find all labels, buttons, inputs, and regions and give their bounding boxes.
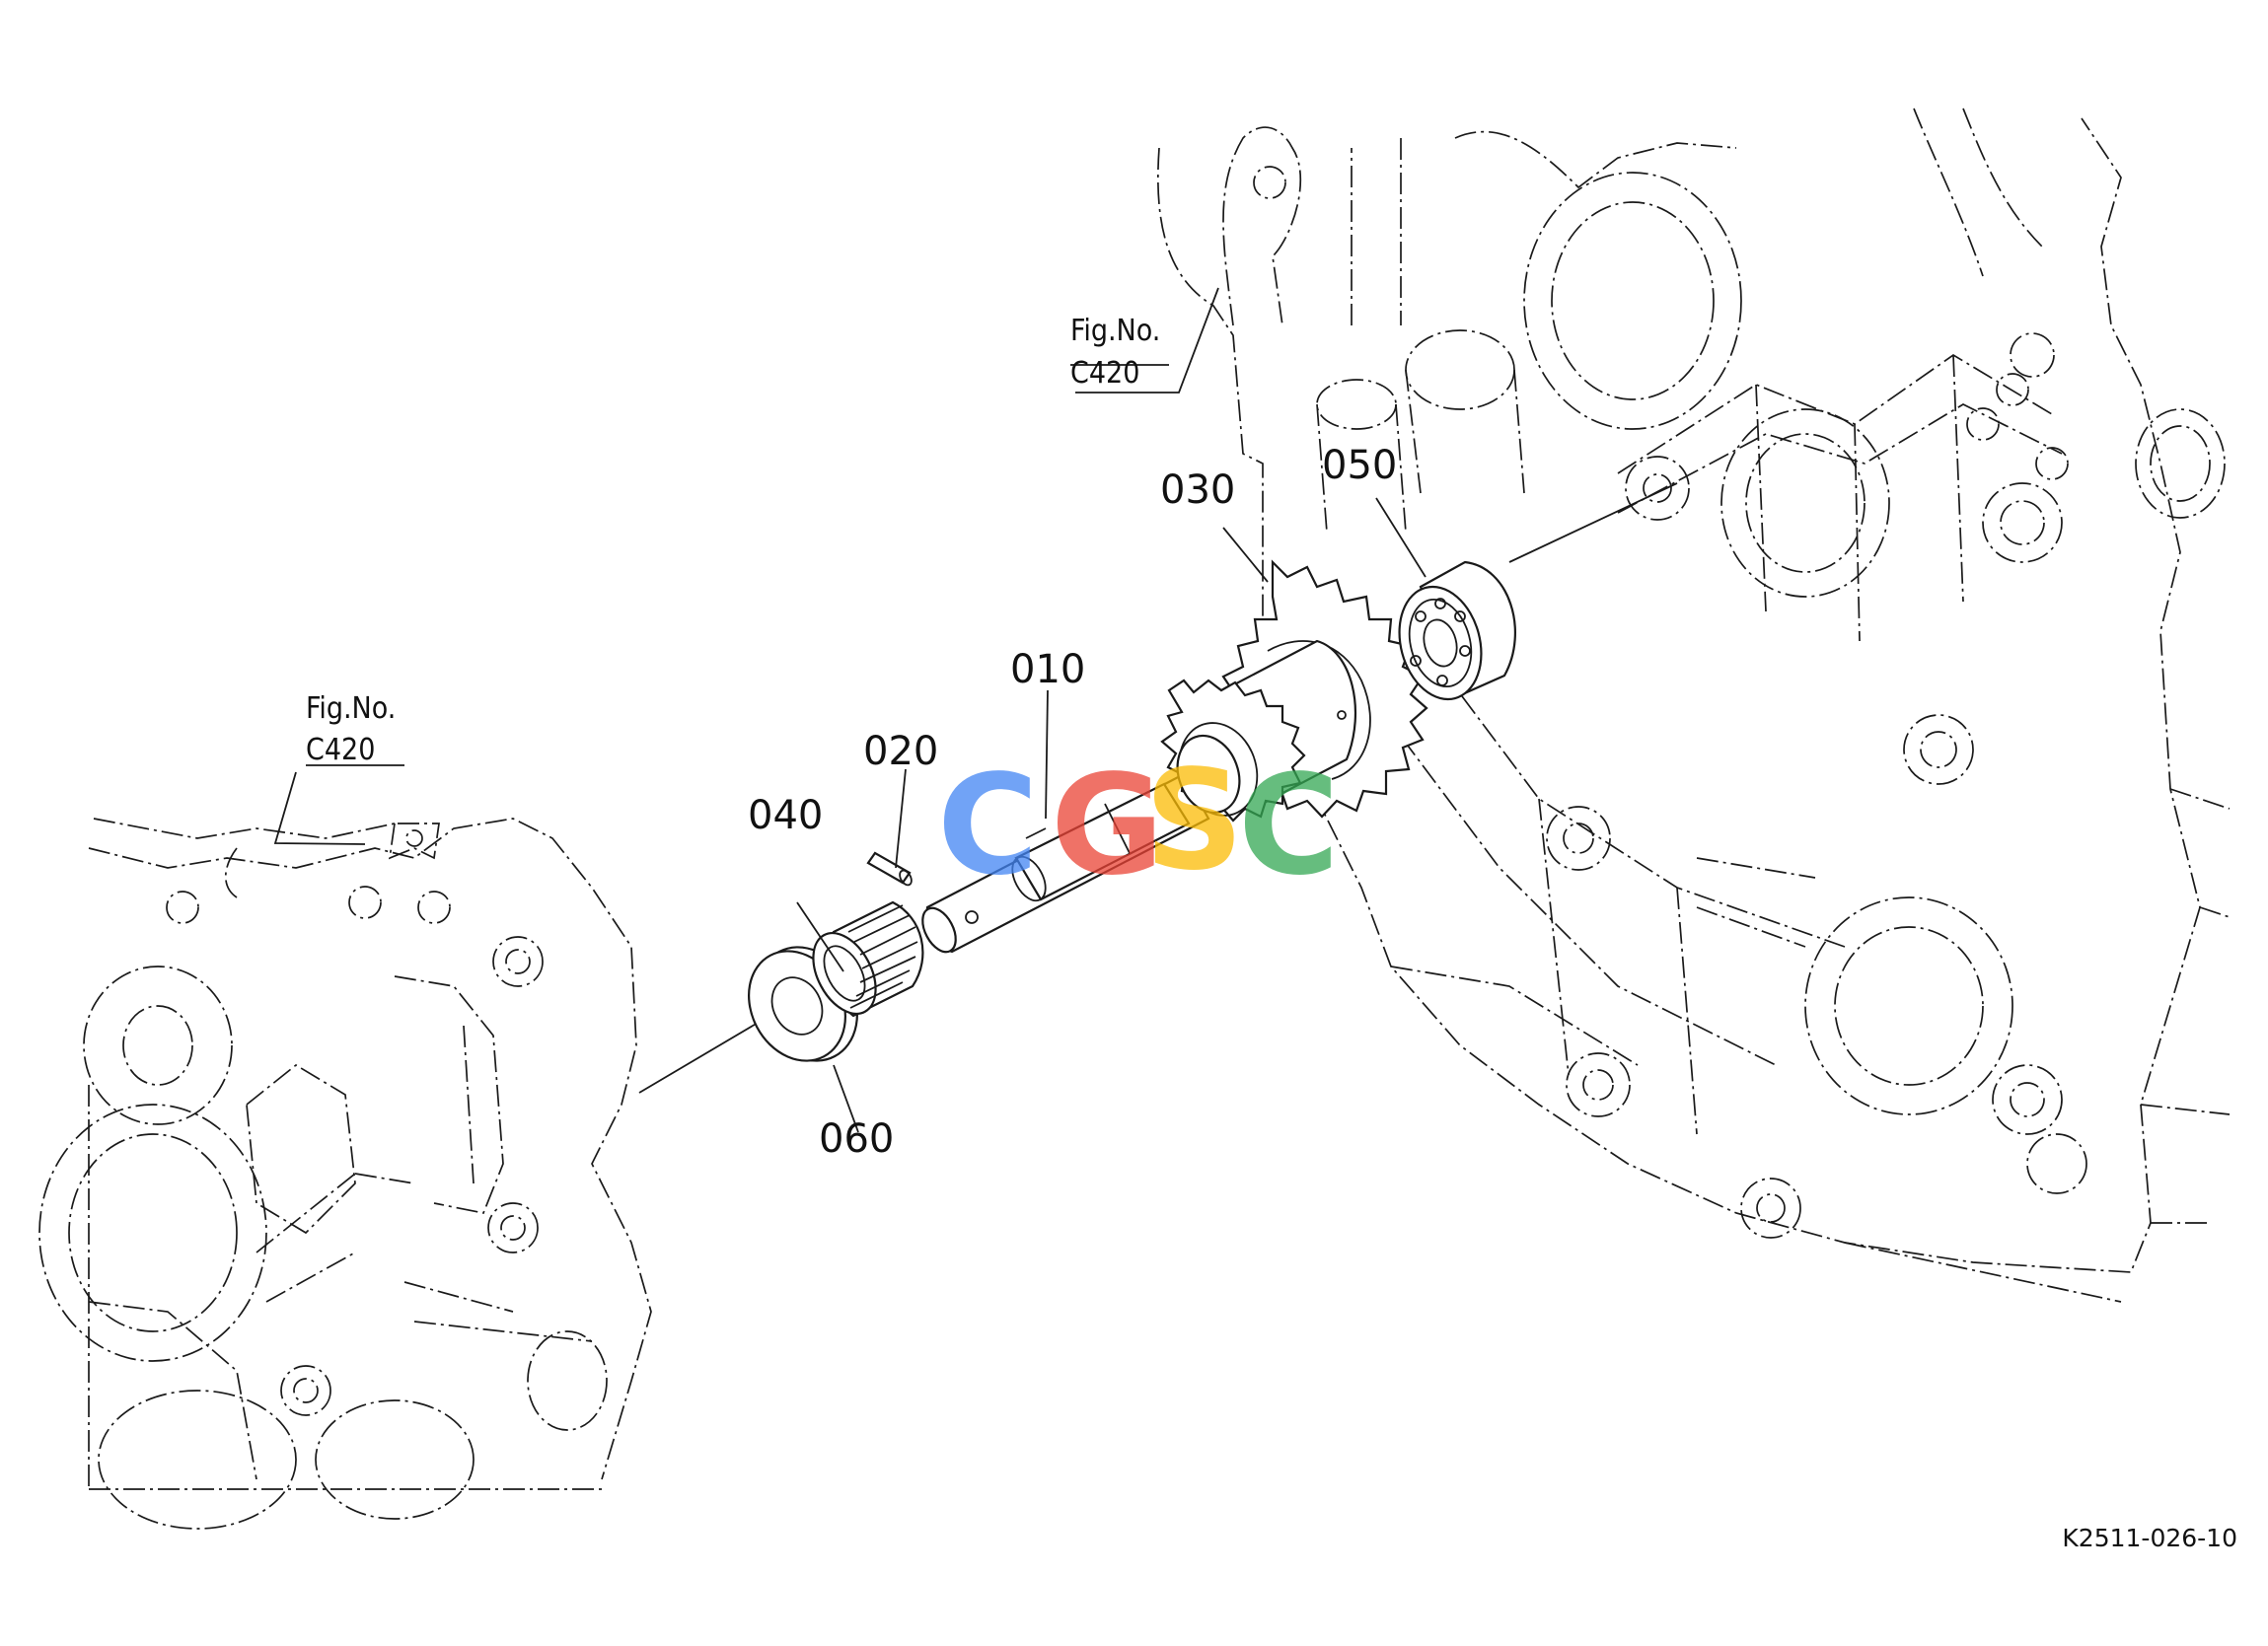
watermark-letter-2: G	[1051, 746, 1164, 906]
assembly-axis-line	[638, 482, 1678, 1094]
watermark-letter-4: C	[1238, 746, 1340, 906]
figure-ref-right-line1: Fig.No.	[1070, 314, 1160, 348]
watermark-letter-1: C	[937, 746, 1039, 906]
watermark-logo: C G S C	[937, 741, 1340, 906]
label-060: 060	[819, 1116, 894, 1162]
ball-bearing-050	[1398, 560, 1516, 701]
right-housing-outline	[1156, 107, 2231, 1303]
watermark-letter-3: S	[1144, 741, 1244, 901]
gear-030	[1160, 559, 1428, 823]
label-010: 010	[1010, 647, 1085, 692]
leader-lines	[273, 287, 1427, 1133]
pin-020	[866, 851, 913, 887]
figure-ref-left-line2: C420	[306, 733, 375, 767]
label-020: 020	[863, 729, 938, 774]
figure-ref-right-line2: C420	[1070, 356, 1139, 391]
left-housing-outline	[38, 818, 652, 1530]
shaft-010	[921, 772, 1210, 954]
label-030: 030	[1160, 467, 1235, 513]
label-040: 040	[748, 793, 823, 838]
label-050: 050	[1322, 443, 1397, 488]
diagram-code: K2511-026-10	[2062, 1524, 2237, 1552]
needle-bearing-040	[812, 900, 924, 1018]
figure-ref-left-line1: Fig.No.	[306, 691, 396, 726]
